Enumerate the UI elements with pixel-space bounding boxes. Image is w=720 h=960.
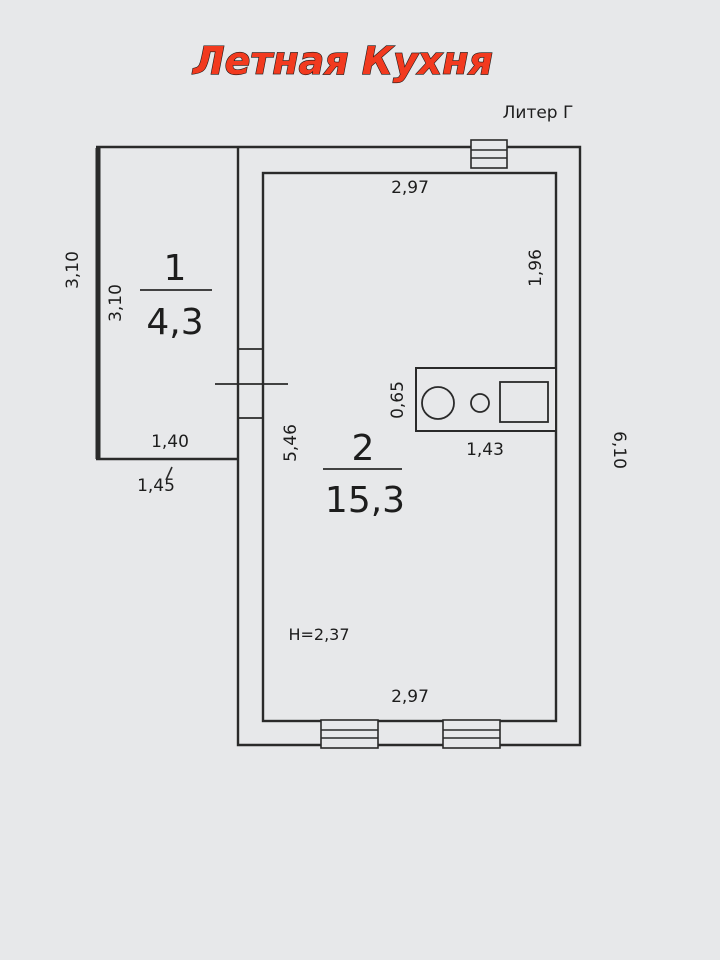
stove <box>415 367 557 432</box>
burner-small-icon <box>470 393 490 413</box>
dim-outer-right: 6,10 <box>609 431 629 469</box>
dim-room2-top-width: 2,97 <box>391 178 429 198</box>
outer-wall <box>236 145 582 747</box>
inner-wall <box>261 171 558 723</box>
dim-tick <box>165 466 173 481</box>
dim-room1-outer-width: 1,45 <box>137 476 175 496</box>
room2-area: 15,3 <box>325 480 405 521</box>
window-bottom-right <box>442 719 501 749</box>
room1-number: 1 <box>164 248 187 289</box>
ceiling-height-label: Н=2,37 <box>288 625 349 644</box>
dim-stove-width: 1,43 <box>466 440 504 460</box>
window-bottom-left <box>320 719 379 749</box>
litera-label: Литер Г <box>503 103 574 123</box>
dim-room2-bottom-width: 2,97 <box>391 687 429 707</box>
dim-room1-inner-width: 1,40 <box>151 432 189 452</box>
window-top <box>470 139 508 169</box>
burner-large-icon <box>421 386 455 420</box>
dim-room1-height: 3,10 <box>106 284 126 322</box>
room2-number: 2 <box>352 428 375 469</box>
dim-room2-right-segment: 1,96 <box>526 249 546 287</box>
oven-icon <box>499 381 549 423</box>
dim-room2-height: 5,46 <box>281 424 301 462</box>
room1-area: 4,3 <box>146 302 203 343</box>
plan-title: Летная Кухня <box>192 39 493 83</box>
dim-outer-left: 3,10 <box>63 251 83 289</box>
dim-stove-depth: 0,65 <box>388 381 408 419</box>
